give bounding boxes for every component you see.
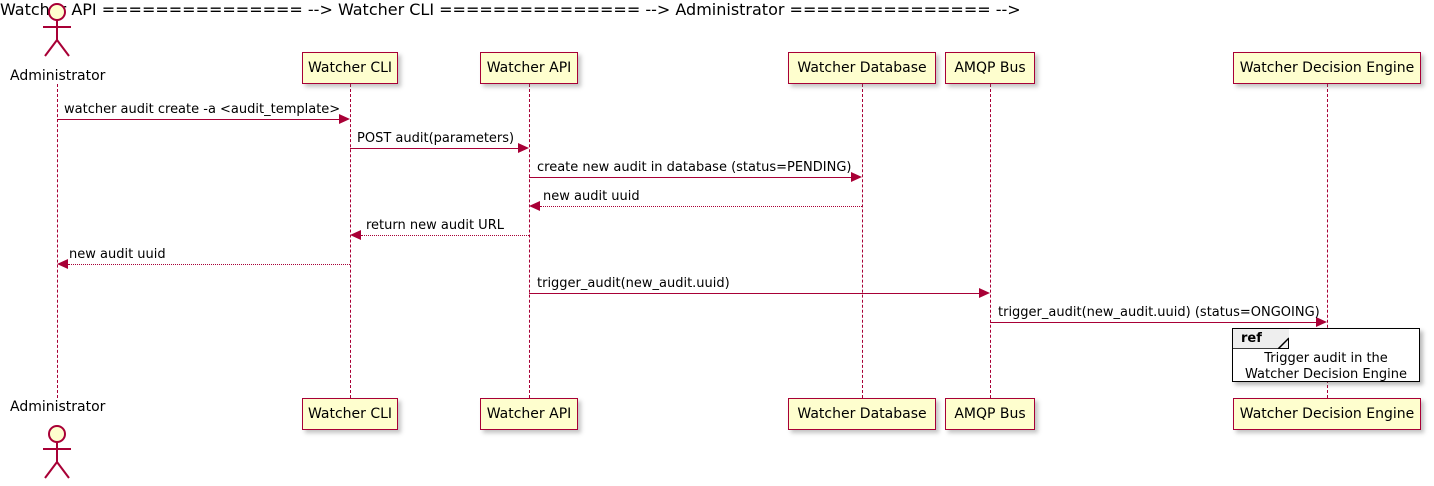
ref-fragment-line-1: Trigger audit in the [1264, 351, 1388, 366]
message-line-4 [361, 235, 529, 236]
message-label-5: new audit uuid [69, 247, 166, 262]
lifeline-administrator [57, 84, 58, 398]
actor-label-administrator-top: Administrator [10, 68, 106, 84]
participant-watcher-decision-engine-bottom[interactable]: Watcher Decision Engine [1233, 398, 1421, 430]
participant-watcher-api-top[interactable]: Watcher API [480, 52, 578, 84]
participant-amqp-bus-top[interactable]: AMQP Bus [945, 52, 1035, 84]
message-line-7 [990, 322, 1316, 323]
message-label-6: trigger_audit(new_audit.uuid) [537, 276, 730, 291]
message-arrowhead-4 [350, 230, 361, 240]
message-arrowhead-3 [529, 201, 540, 211]
ref-fragment-tab-label: ref [1241, 331, 1262, 346]
ref-fragment-body: Trigger audit in the Watcher Decision En… [1233, 351, 1419, 383]
ref-fragment-trigger-audit[interactable]: ref Trigger audit in the Watcher Decisio… [1232, 328, 1420, 382]
participant-watcher-decision-engine-top[interactable]: Watcher Decision Engine [1233, 52, 1421, 84]
message-line-0 [57, 119, 339, 120]
message-arrowhead-0 [339, 114, 350, 124]
participant-watcher-database-bottom[interactable]: Watcher Database [788, 398, 936, 430]
message-label-2: create new audit in database (status=PEN… [537, 160, 852, 175]
message-label-3: new audit uuid [543, 189, 640, 204]
message-arrowhead-6 [979, 288, 990, 298]
message-arrowhead-5 [57, 259, 68, 269]
message-label-1: POST audit(parameters) [357, 131, 515, 146]
message-line-6 [529, 293, 979, 294]
participant-watcher-api-bottom[interactable]: Watcher API [480, 398, 578, 430]
message-line-2 [529, 177, 851, 178]
message-line-1 [350, 148, 518, 149]
message-arrowhead-2 [851, 172, 862, 182]
participant-watcher-database-top[interactable]: Watcher Database [788, 52, 936, 84]
ref-fragment-tab [1233, 329, 1289, 349]
message-line-3 [540, 206, 862, 207]
message-label-4: return new audit URL [366, 218, 504, 233]
actor-administrator-top[interactable] [27, 2, 87, 58]
actor-stick-figure-icon [43, 425, 71, 479]
message-line-5 [68, 264, 350, 265]
actor-administrator-bottom[interactable] [27, 424, 87, 480]
message-label-0: watcher audit create -a <audit_template> [64, 102, 341, 117]
actor-label-administrator-bottom: Administrator [10, 399, 106, 415]
actor-stick-figure-icon [43, 3, 71, 57]
message-label-7: trigger_audit(new_audit.uuid) (status=ON… [998, 305, 1320, 320]
message-arrowhead-7 [1316, 317, 1327, 327]
lifeline-watcher-api [529, 84, 530, 398]
lifeline-watcher-cli [350, 84, 351, 398]
lifeline-amqp-bus [990, 84, 991, 398]
ref-fragment-line-2: Watcher Decision Engine [1245, 367, 1407, 382]
message-arrowhead-1 [518, 143, 529, 153]
lifeline-watcher-decision-engine [1327, 84, 1328, 398]
participant-watcher-cli-top[interactable]: Watcher CLI [302, 52, 398, 84]
lifeline-watcher-database [862, 84, 863, 398]
participant-watcher-cli-bottom[interactable]: Watcher CLI [302, 398, 398, 430]
participant-amqp-bus-bottom[interactable]: AMQP Bus [945, 398, 1035, 430]
ref-tab-notch-icon [1233, 329, 1289, 349]
